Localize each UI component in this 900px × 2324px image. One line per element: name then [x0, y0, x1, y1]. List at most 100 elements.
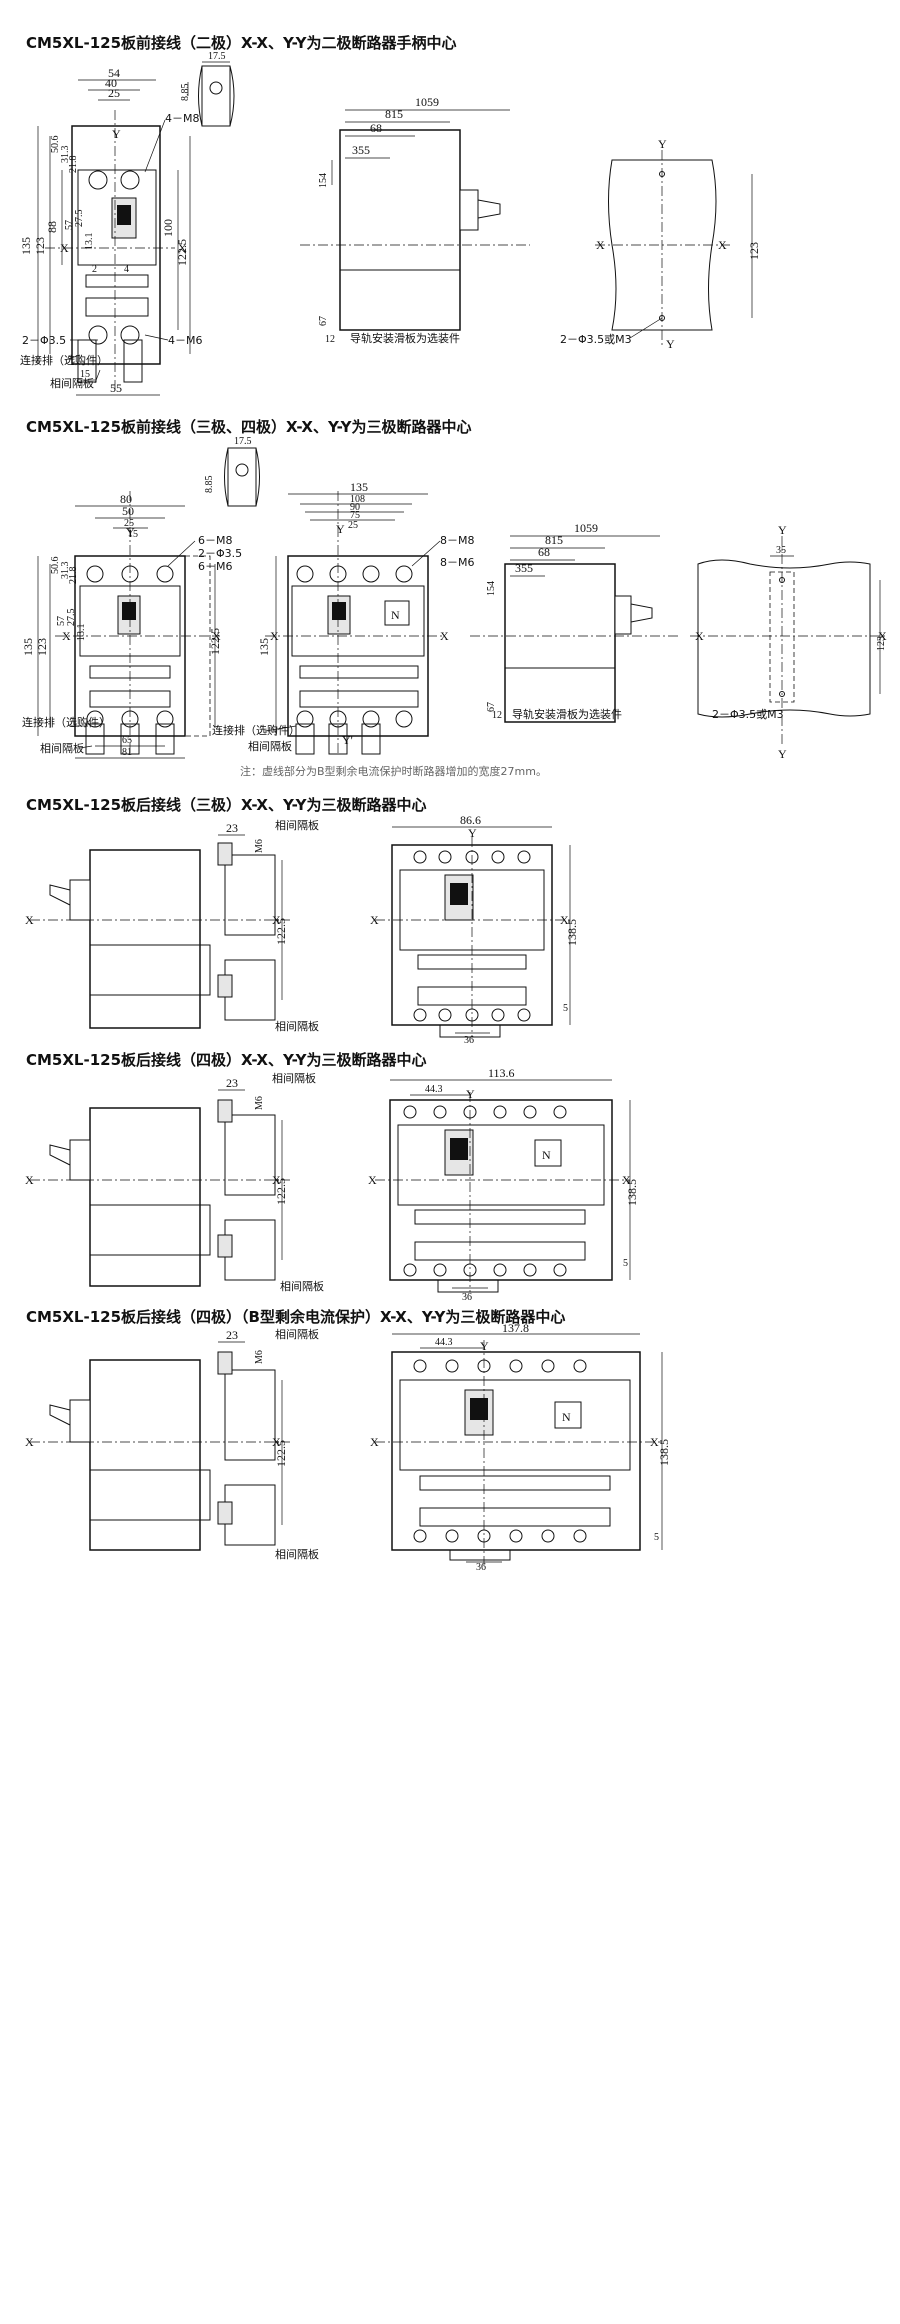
svg-text:相间隔板: 相间隔板: [275, 818, 319, 832]
svg-text:80: 80: [120, 492, 132, 506]
svg-text:X: X: [62, 629, 71, 643]
section-title-rear-3pole: CM5XL-125板后接线（三极）X-X、Y-Y为三极断路器中心: [26, 796, 427, 814]
svg-text:123: 123: [747, 242, 761, 260]
side-view-3-4pole: 1059 815 68 355 154 67 12 导轨安装滑板为选装件: [470, 521, 680, 723]
svg-text:27.5: 27.5: [66, 609, 77, 627]
svg-text:5: 5: [563, 1003, 568, 1014]
svg-text:122.5: 122.5: [274, 1178, 288, 1205]
hole-detail-2: 17.5 8.85: [204, 436, 260, 507]
rear-view-3pole: X X Y 86.6 138.5 5 36: [370, 813, 579, 1046]
svg-text:4－M8: 4－M8: [165, 112, 200, 125]
svg-text:355: 355: [352, 143, 370, 157]
svg-text:6－M8: 6－M8: [198, 534, 233, 547]
svg-text:相间隔板: 相间隔板: [248, 739, 292, 753]
svg-text:67: 67: [318, 316, 329, 326]
svg-text:5: 5: [623, 1258, 628, 1269]
svg-text:2－Φ3.5: 2－Φ3.5: [198, 547, 242, 560]
side-view-rear-4pole-b: X X 23 M6 122.5 相间隔板 相间隔板: [25, 1327, 319, 1561]
svg-text:2－Φ3.5: 2－Φ3.5: [22, 334, 66, 347]
svg-text:25: 25: [348, 520, 358, 531]
svg-text:M6: M6: [254, 1096, 265, 1110]
svg-text:123: 123: [876, 636, 887, 651]
side-view-2pole: 1059 815 68 355 154 67 12 导轨安装滑板为选装件: [300, 95, 530, 345]
svg-text:8－M8: 8－M8: [440, 534, 475, 547]
svg-text:4: 4: [124, 264, 129, 275]
svg-text:90: 90: [350, 502, 360, 513]
svg-text:导轨安装滑板为选装件: 导轨安装滑板为选装件: [512, 707, 622, 721]
svg-text:相间隔板: 相间隔板: [272, 1071, 316, 1085]
svg-text:15: 15: [80, 369, 90, 380]
svg-text:导轨安装滑板为选装件: 导轨安装滑板为选装件: [350, 331, 460, 345]
svg-text:X: X: [370, 913, 379, 927]
svg-text:X: X: [560, 913, 569, 927]
svg-text:X: X: [25, 1435, 34, 1449]
svg-text:57: 57: [64, 220, 75, 230]
svg-text:相间隔板: 相间隔板: [275, 1547, 319, 1561]
svg-text:81: 81: [122, 747, 132, 758]
svg-text:122.5: 122.5: [208, 628, 222, 655]
svg-text:M6: M6: [254, 1350, 265, 1364]
diagram-front-3-4pole: 17.5 8.85 X X Y 80 50 25 15 135 123 50.6…: [21, 436, 887, 761]
svg-text:57: 57: [56, 616, 67, 626]
front-view-3pole: X X Y 80 50 25 15 135 123 50.6 31.3 21.8…: [21, 491, 242, 759]
svg-text:X: X: [272, 1435, 281, 1449]
svg-text:137.8: 137.8: [502, 1321, 529, 1335]
svg-text:X: X: [370, 1435, 379, 1449]
svg-text:40: 40: [105, 76, 117, 90]
svg-text:X: X: [270, 629, 279, 643]
svg-text:X: X: [440, 629, 449, 643]
svg-text:5: 5: [654, 1532, 659, 1543]
svg-text:M6: M6: [254, 839, 265, 853]
svg-text:31.3: 31.3: [60, 146, 71, 164]
svg-text:X: X: [878, 629, 887, 643]
svg-text:X: X: [25, 913, 34, 927]
rear-view-4pole: N X X Y 113.6 44.3 138.5 5 36: [368, 1066, 639, 1303]
svg-text:2－Φ3.5或M3: 2－Φ3.5或M3: [712, 708, 784, 721]
dashed-width-note: 注：虚线部分为B型剩余电流保护时断路器增加的宽度27mm。: [240, 765, 547, 778]
svg-text:Y: Y: [778, 523, 787, 537]
svg-text:75: 75: [350, 510, 360, 521]
svg-text:13.1: 13.1: [76, 624, 87, 642]
n-mark-2: N: [542, 1148, 551, 1162]
svg-text:154: 154: [486, 581, 497, 596]
svg-text:Y: Y: [658, 137, 667, 151]
svg-text:23: 23: [226, 1076, 238, 1090]
svg-text:Y: Y: [468, 826, 477, 840]
svg-text:123: 123: [35, 638, 49, 656]
svg-text:17.5: 17.5: [234, 436, 252, 447]
n-mark-3: N: [562, 1410, 571, 1424]
svg-text:相间隔板: 相间隔板: [280, 1279, 324, 1293]
diagram-rear-4pole: X X 23 M6 122.5 相间隔板 相间隔板 N X X Y 113.6 …: [25, 1066, 639, 1303]
front-view-4pole: N X X Y Y' 135 108 90 75 25 135 8－M8 8－M…: [212, 480, 475, 756]
svg-text:36: 36: [462, 1292, 472, 1303]
svg-text:X: X: [25, 1173, 34, 1187]
svg-text:122.5: 122.5: [175, 239, 189, 266]
svg-text:25: 25: [108, 86, 120, 100]
svg-text:连接排（选购件）: 连接排（选购件）: [20, 353, 108, 367]
svg-text:X: X: [272, 913, 281, 927]
svg-text:27.5: 27.5: [74, 210, 85, 228]
svg-text:21.8: 21.8: [68, 567, 79, 585]
svg-text:135: 135: [21, 638, 35, 656]
svg-text:86.6: 86.6: [460, 813, 481, 827]
svg-text:138.5: 138.5: [625, 1179, 639, 1206]
svg-text:355: 355: [515, 561, 533, 575]
svg-text:X: X: [622, 1173, 631, 1187]
svg-text:X: X: [650, 1435, 659, 1449]
dim-17-5: 17.5: [208, 51, 226, 62]
svg-text:23: 23: [226, 1328, 238, 1342]
svg-text:36: 36: [476, 1562, 486, 1573]
svg-text:4－M6: 4－M6: [168, 334, 203, 347]
svg-text:67: 67: [486, 702, 497, 712]
svg-text:X: X: [212, 629, 221, 643]
section-title-rear-4pole-b: CM5XL-125板后接线（四极）（B型剩余电流保护）X-X、Y-Y为三极断路器…: [26, 1308, 566, 1326]
svg-text:113.6: 113.6: [488, 1066, 515, 1080]
svg-text:23: 23: [226, 821, 238, 835]
svg-text:8.85: 8.85: [204, 476, 215, 494]
side-view-rear-3pole: X X 23 M6 122.5 相间隔板 相间隔板: [25, 818, 319, 1033]
diagram-rear-3pole: X X 23 M6 122.5 相间隔板 相间隔板 X X Y 86.6 138…: [25, 813, 579, 1046]
svg-text:X: X: [60, 241, 69, 255]
svg-text:相间隔板: 相间隔板: [275, 1019, 319, 1033]
svg-text:X: X: [178, 241, 187, 255]
svg-text:13.1: 13.1: [84, 233, 95, 251]
